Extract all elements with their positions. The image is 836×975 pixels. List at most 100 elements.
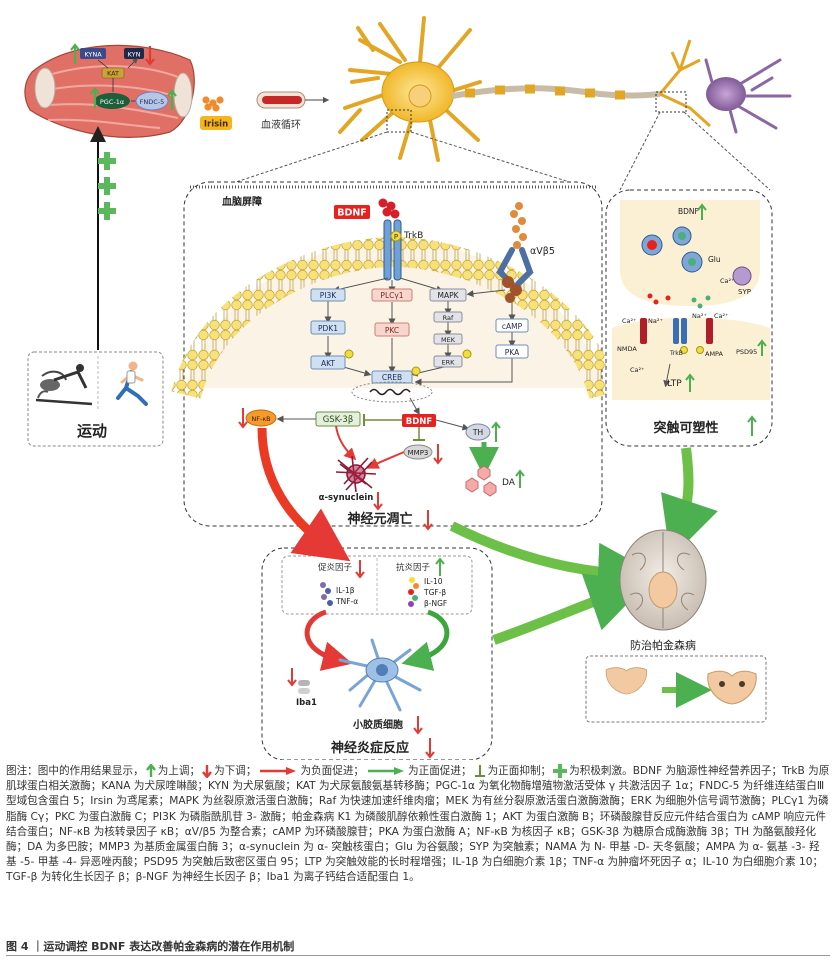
soma-zoom-box (386, 109, 412, 133)
synapse-title: 突触可塑性 (653, 420, 718, 436)
legend-up: 为上调； (157, 765, 201, 777)
legend-neg: 为负面促进； (300, 765, 365, 777)
pi3k-box (310, 288, 346, 302)
presynaptic-terminal (620, 200, 760, 306)
muscle-illustration (24, 44, 195, 138)
bdnf2-label: BDNF (406, 417, 433, 427)
microglia-label: 小胶质细胞 (352, 718, 403, 731)
brain-illustration (619, 529, 707, 631)
pro-cytokine-icons (320, 582, 333, 606)
dna-icon (369, 388, 411, 396)
ltp-up-icon (685, 373, 695, 392)
creb-label: CREB (382, 373, 402, 382)
caption-divider (6, 955, 830, 956)
postsynaptic-membrane (612, 317, 770, 400)
exercise-label: 运动 (77, 422, 107, 440)
pkc-box (374, 322, 410, 337)
inflammation-to-pd-arrow (492, 573, 649, 645)
kyna-up-icon (70, 43, 80, 64)
il1-label: IL-1β (336, 586, 355, 595)
iba1-icon (298, 680, 310, 694)
na-label-2: Na²⁺ (692, 312, 707, 320)
apoptosis-to-pd-arrow (449, 521, 658, 603)
psd-label: PSD95 (736, 348, 757, 356)
brain-section-after-icon (707, 670, 757, 705)
kyna-box (80, 48, 106, 59)
creb-p-icon (411, 366, 421, 376)
pgc-box (94, 93, 130, 109)
fndc5-box (135, 91, 169, 111)
synapse-to-pd-arrow (661, 447, 718, 559)
pkc-label: PKC (385, 326, 399, 335)
rowing-machine-icon (35, 364, 93, 406)
kyn-label: KYN (128, 51, 141, 59)
pdk1-box (310, 320, 346, 335)
ngf-label: β-NGF (424, 599, 447, 608)
irisin-particles (202, 96, 224, 112)
pgc-up-icon (90, 87, 100, 108)
plc-box (371, 288, 413, 302)
trkb-receptor (383, 219, 402, 281)
dopamine-molecules (465, 465, 497, 497)
kyn-down-icon (145, 46, 155, 66)
pro-inflammatory-label: 促炎因子 (318, 562, 353, 573)
akt-p-icon (344, 349, 354, 359)
creb-box (371, 370, 413, 384)
alpha-synuclein-aggregate (335, 455, 377, 493)
syn-bdnf-up-icon (697, 203, 707, 220)
mmp3-label: MMP3 (408, 449, 429, 457)
plus-icon (553, 764, 568, 778)
synuclein-down-icon (373, 492, 383, 511)
ca-label-3: Ca²⁺ (630, 366, 645, 374)
syp-label: SYP (738, 288, 751, 296)
raf-label: Raf (443, 314, 454, 322)
nmda-label: NMDA (617, 345, 637, 353)
gsk-label: GSK-3β (323, 415, 354, 425)
syn-bdnf-label: BDNF (678, 207, 699, 216)
up-arrow-icon (145, 764, 156, 777)
nfkb-to-inflammation-arrow (257, 427, 351, 562)
pdk1-label: PDK1 (318, 324, 338, 333)
inflammation-down-icon (425, 738, 435, 759)
nfkb-box (245, 409, 277, 427)
fndc5-up-icon (167, 89, 177, 110)
th-up-icon (491, 421, 501, 442)
kyna-label: KYNA (84, 51, 102, 59)
syn-trkb-label: TrkB (669, 350, 683, 357)
tnf-label: TNF-α (335, 597, 358, 606)
mmp3-down-icon (433, 444, 443, 465)
bdnf-box (334, 205, 370, 219)
anti-to-microglia-arrow (401, 609, 450, 671)
syn-ca-pre: Ca²⁺ (720, 277, 735, 285)
inhibit-icon (474, 765, 485, 777)
nfkb-label: NF-κB (251, 415, 270, 423)
camp-box (495, 318, 529, 333)
positive-arrow-icon (368, 767, 405, 775)
apoptosis-down-icon (423, 510, 433, 531)
synuclein-label: α-synuclein (319, 493, 374, 503)
pka-box (495, 344, 529, 359)
legend-prefix: 图注：图中的作用结果显示， (6, 765, 144, 777)
th-box (465, 423, 491, 441)
fndc5-label: FNDC-5 (140, 98, 165, 106)
erk-label: ERK (442, 359, 456, 367)
th-label: TH (472, 428, 483, 437)
figure-caption: 图 4 ｜运动调控 BDNF 表达改善帕金森病的潜在作用机制 (6, 940, 295, 953)
runner-icon (116, 361, 148, 406)
neuron-illustration (338, 16, 792, 162)
legend-down: 为下调； (214, 765, 257, 777)
il10-label: IL-10 (424, 577, 443, 586)
pd-title: 防治帕金森病 (630, 638, 696, 652)
synaptic-cleft-molecules (647, 293, 711, 309)
synapse-up-icon (747, 415, 757, 436)
erk-box (433, 355, 463, 368)
integrin-receptor (496, 202, 534, 303)
ca-label-1: Ca²⁺ (622, 317, 637, 325)
bdnf-molecule (378, 198, 400, 219)
pgc-label: PGC-1α (100, 98, 124, 106)
legend-pos: 为正面促进； (408, 765, 472, 777)
trkb-label: TrkB (403, 231, 423, 241)
na-label-1: Na²⁺ (648, 317, 663, 325)
microglia-cell (338, 638, 422, 712)
inflammation-title: 神经炎症反应 (331, 740, 409, 756)
